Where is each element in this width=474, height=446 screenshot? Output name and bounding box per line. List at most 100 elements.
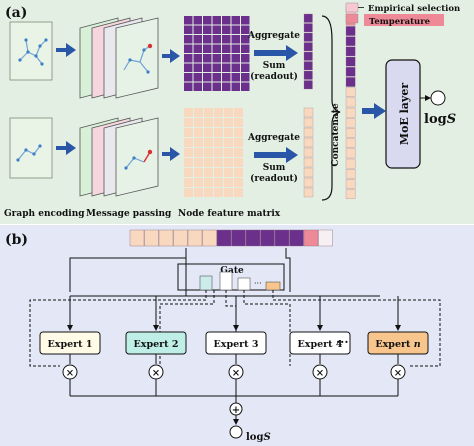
- matrix-cell: [204, 168, 213, 177]
- multiply-symbol: ×: [66, 368, 74, 379]
- sum-node: +: [229, 402, 243, 416]
- matrix-cell: [212, 16, 221, 25]
- vector-cell: [289, 229, 304, 247]
- concat-cell: [345, 148, 356, 159]
- vector-cell: [202, 229, 217, 247]
- matrix-cell: [241, 16, 250, 25]
- molecule-graph-card-bottom: [9, 117, 53, 179]
- message-passing-stack-top: [79, 17, 159, 99]
- matrix-cell: [224, 138, 233, 147]
- matrix-cell: [203, 16, 212, 25]
- matrix-cell: [241, 82, 250, 91]
- matrix-cell: [184, 158, 193, 167]
- matrix-cell: [212, 73, 221, 82]
- matrix-cell: [234, 168, 243, 177]
- matrix-cell: [231, 54, 240, 63]
- node-feature-matrix-bottom: [184, 108, 243, 197]
- matrix-cell: [214, 158, 223, 167]
- matrix-cell: [224, 178, 233, 187]
- matrix-cell: [231, 63, 240, 72]
- concat-cell: [345, 158, 356, 169]
- concatenated-vector: [345, 5, 356, 199]
- message-passing-stack-bottom: [79, 117, 159, 197]
- matrix-cell: [222, 25, 231, 34]
- matrix-cell: [222, 44, 231, 53]
- concat-cell: [345, 97, 356, 108]
- vector-cell: [129, 229, 145, 247]
- matrix-cell: [231, 82, 240, 91]
- matrix-cell: [184, 73, 193, 82]
- matrix-cell: [222, 73, 231, 82]
- matrix-cell: [222, 54, 231, 63]
- svg-text:Temperature: Temperature: [369, 17, 431, 27]
- output-label-a: logS: [424, 112, 456, 127]
- matrix-cell: [224, 168, 233, 177]
- matrix-cell: [184, 128, 193, 137]
- matrix-cell: [194, 108, 203, 117]
- arrow-aggregate-top: [254, 45, 298, 61]
- experts-ellipsis: ···: [336, 335, 349, 349]
- matrix-cell: [203, 25, 212, 34]
- caption-message-passing: Message passing: [86, 209, 172, 219]
- matrix-cell: [214, 118, 223, 127]
- matrix-cell: [194, 178, 203, 187]
- readout-cell: [303, 70, 313, 80]
- aggregate-label-bottom: Aggregate Sum (readout): [247, 133, 300, 184]
- matrix-cell: [194, 168, 203, 177]
- svg-text:Sum: Sum: [263, 163, 286, 173]
- matrix-cell: [204, 118, 213, 127]
- svg-text:Aggregate: Aggregate: [247, 133, 300, 143]
- matrix-cell: [241, 44, 250, 53]
- readout-cell: [303, 177, 314, 188]
- matrix-cell: [204, 158, 213, 167]
- matrix-cell: [212, 54, 221, 63]
- matrix-cell: [231, 73, 240, 82]
- matrix-cell: [203, 82, 212, 91]
- matrix-cell: [234, 118, 243, 127]
- matrix-cell: [184, 178, 193, 187]
- vector-cell: [144, 229, 159, 247]
- matrix-cell: [214, 108, 223, 117]
- vector-cell: [187, 229, 203, 247]
- expert-label: Expert 4: [298, 339, 343, 350]
- vector-cell: [303, 229, 319, 247]
- matrix-cell: [193, 44, 202, 53]
- sum-lines: [69, 382, 399, 403]
- arrow-concat-to-moe: [362, 103, 386, 119]
- svg-text:(readout): (readout): [250, 173, 298, 184]
- concat-cell: [345, 26, 356, 36]
- matrix-cell: [184, 44, 193, 53]
- concat-cell: [345, 169, 356, 179]
- matrix-cell: [194, 138, 203, 147]
- concat-cell: [345, 189, 356, 199]
- matrix-cell: [203, 35, 212, 44]
- matrix-cell: [194, 148, 203, 157]
- matrix-cell: [212, 63, 221, 72]
- readout-cell: [303, 137, 314, 148]
- arrow-mp-to-matrix-bottom: [162, 147, 180, 161]
- matrix-cell: [184, 54, 193, 63]
- svg-text:Aggregate: Aggregate: [247, 31, 300, 41]
- svg-text:Empirical selection: Empirical selection: [368, 4, 460, 14]
- concat-cell: [345, 46, 356, 57]
- expert-label: Expert n: [375, 339, 420, 350]
- matrix-cell: [214, 138, 223, 147]
- multiply-symbol: ×: [152, 368, 160, 379]
- arrow-aggregate-bottom: [254, 147, 298, 163]
- panel-a-label: (a): [5, 5, 27, 21]
- matrix-cell: [184, 82, 193, 91]
- matrix-cell: [222, 35, 231, 44]
- caption-node-feature-matrix: Node feature matrix: [178, 209, 281, 219]
- matrix-cell: [214, 168, 223, 177]
- concat-cell: [345, 36, 356, 46]
- matrix-cell: [234, 148, 243, 157]
- concatenate-brace: [321, 15, 341, 201]
- svg-text:Gate: Gate: [220, 266, 244, 276]
- multiply-symbol: ×: [394, 368, 402, 379]
- matrix-cell: [203, 63, 212, 72]
- matrix-cell: [234, 128, 243, 137]
- output-label-b: logS: [246, 432, 271, 443]
- gate-box: Gate ···: [177, 263, 285, 291]
- matrix-cell: [193, 16, 202, 25]
- matrix-cell: [234, 178, 243, 187]
